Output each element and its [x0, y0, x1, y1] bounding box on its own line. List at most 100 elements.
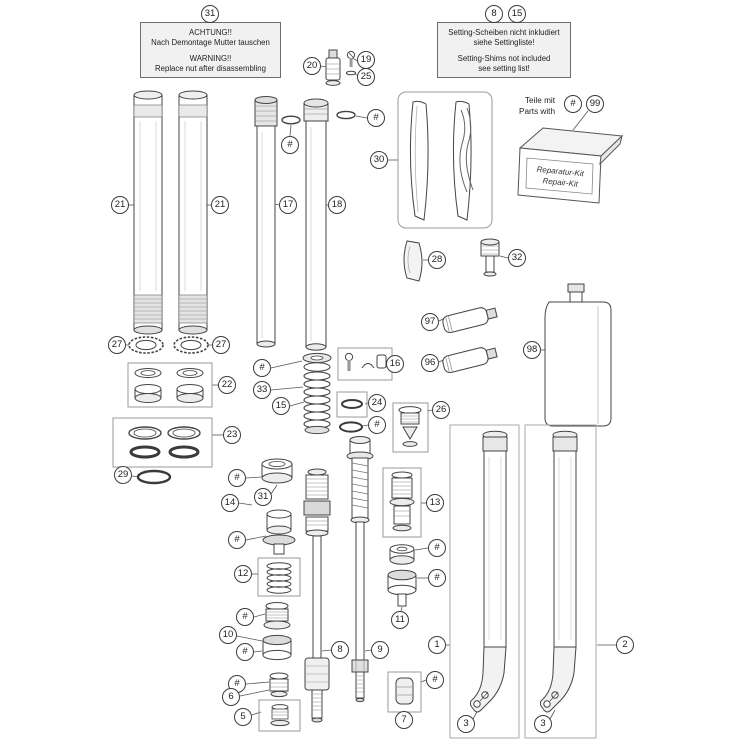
- oil-canister-98: [544, 283, 612, 427]
- note-line: see setting list!: [478, 64, 530, 74]
- part-callout-14-34: 14: [221, 494, 239, 512]
- part-callout-28-15: 28: [428, 251, 446, 269]
- preload-ring-27-right: [173, 336, 209, 354]
- shim-kit-13: [382, 467, 422, 538]
- shim-stack-upper: [263, 602, 291, 630]
- valve-kit-26: [392, 402, 429, 453]
- piston-rod-8: [303, 468, 331, 723]
- part-callout-hash-6: #: [281, 136, 299, 154]
- part-callout-8-1: 8: [485, 5, 503, 23]
- part-callout-7-52: 7: [395, 711, 413, 729]
- part-callout-32-16: 32: [508, 249, 526, 267]
- preload-ring-27-left: [128, 336, 164, 354]
- lock-nut-31: [261, 458, 293, 484]
- fork-leg-assembly-1: [449, 424, 520, 739]
- part-callout-21-12: 21: [211, 196, 229, 214]
- part-callout-hash-47: #: [236, 643, 254, 661]
- note-line: WARNING!!: [189, 53, 232, 63]
- part-callout-5-51: 5: [234, 708, 252, 726]
- part-callout-23-30: 23: [223, 426, 241, 444]
- inner-tube-17: [254, 96, 278, 348]
- small-parts-16: [337, 347, 393, 381]
- part-callout-hash-7: #: [367, 109, 385, 127]
- part-callout-hash-36: #: [228, 531, 246, 549]
- part-callout-97-17: 97: [421, 313, 439, 331]
- part-callout-26-28: 26: [432, 401, 450, 419]
- outer-tube-right: [178, 90, 208, 335]
- outer-tube-left: [133, 90, 163, 335]
- part-callout-hash-48: #: [426, 671, 444, 689]
- part-callout-13-35: 13: [426, 494, 444, 512]
- shim-stack-32: [480, 238, 500, 277]
- part-callout-hash-29: #: [368, 416, 386, 434]
- part-callout-20-3: 20: [303, 57, 321, 75]
- adjuster-cap-20: [325, 49, 341, 86]
- parts-with-de: Teile mit: [524, 96, 555, 105]
- part-callout-27-20: 27: [108, 336, 126, 354]
- note-line: Setting-Scheiben nicht inkludiert: [448, 28, 560, 37]
- spring-12: [257, 557, 301, 597]
- valve-6: [269, 672, 289, 698]
- washer-25: [345, 70, 357, 76]
- part-callout-33-25: 33: [253, 381, 271, 399]
- grease-tube-96: [442, 347, 498, 374]
- o-ring-29: [136, 469, 172, 485]
- seal-kit-22: [127, 362, 213, 408]
- part-callout-29-31: 29: [114, 466, 132, 484]
- part-callout-27-21: 27: [212, 336, 230, 354]
- part-callout-19-4: 19: [357, 51, 375, 69]
- part-callout-9-45: 9: [371, 641, 389, 659]
- part-callout-hash-39: #: [428, 569, 446, 587]
- piston-kit-11: [387, 544, 417, 607]
- repair-kit-box: Reparatur-Kit Repair-Kit: [517, 127, 624, 204]
- main-spring-assembly: [302, 352, 332, 435]
- part-callout-31-0: 31: [201, 5, 219, 23]
- parts-with-en: Parts with: [519, 107, 555, 116]
- bushing-kit-23: [112, 417, 213, 468]
- part-callout-21-11: 21: [111, 196, 129, 214]
- part-callout-6-50: 6: [222, 688, 240, 706]
- part-callout-10-42: 10: [219, 626, 237, 644]
- part-callout-99-9: 99: [586, 95, 604, 113]
- note-line: Replace nut after disassembling: [155, 64, 266, 74]
- clamp-28: [403, 240, 423, 282]
- part-callout-hash-23: #: [253, 359, 271, 377]
- o-ring-tube-18: [336, 110, 356, 120]
- bump-rubber-7: [387, 671, 422, 713]
- note-line: siehe Settingliste!: [473, 38, 535, 48]
- part-callout-15-27: 15: [272, 397, 290, 415]
- parts-with-label: Teile mit Parts with: [503, 95, 555, 117]
- part-callout-12-38: 12: [234, 565, 252, 583]
- screw-19: [346, 50, 356, 67]
- part-callout-24-26: 24: [368, 394, 386, 412]
- part-callout-3-54: 3: [534, 715, 552, 733]
- shim-set-5: [258, 699, 301, 732]
- note-line: Nach Demontage Mutter tauschen: [151, 38, 270, 48]
- part-callout-hash-32: #: [228, 469, 246, 487]
- part-callout-98-19: 98: [523, 341, 541, 359]
- cartridge-tube-18: [303, 98, 329, 351]
- damper-rod-9: [346, 436, 374, 703]
- part-callout-11-41: 11: [391, 611, 409, 629]
- part-callout-2-46: 2: [616, 636, 634, 654]
- part-callout-3-53: 3: [457, 715, 475, 733]
- part-callout-31-33: 31: [254, 488, 272, 506]
- part-callout-1-43: 1: [428, 636, 446, 654]
- part-callout-96-18: 96: [421, 354, 439, 372]
- fork-protector-set-30: [397, 91, 493, 229]
- part-callout-25-5: 25: [357, 68, 375, 86]
- note-line: ACHTUNG!!: [189, 28, 232, 37]
- grease-tube-97: [442, 307, 498, 334]
- part-callout-8-44: 8: [331, 641, 349, 659]
- part-callout-22-24: 22: [218, 376, 236, 394]
- part-callout-hash-8: #: [564, 95, 582, 113]
- part-callout-16-22: 16: [386, 355, 404, 373]
- note-line: Setting-Shims not included: [457, 53, 551, 63]
- part-callout-18-14: 18: [328, 196, 346, 214]
- part-callout-hash-37: #: [428, 539, 446, 557]
- fork-leg-assembly-2: [524, 424, 597, 739]
- part-callout-17-13: 17: [279, 196, 297, 214]
